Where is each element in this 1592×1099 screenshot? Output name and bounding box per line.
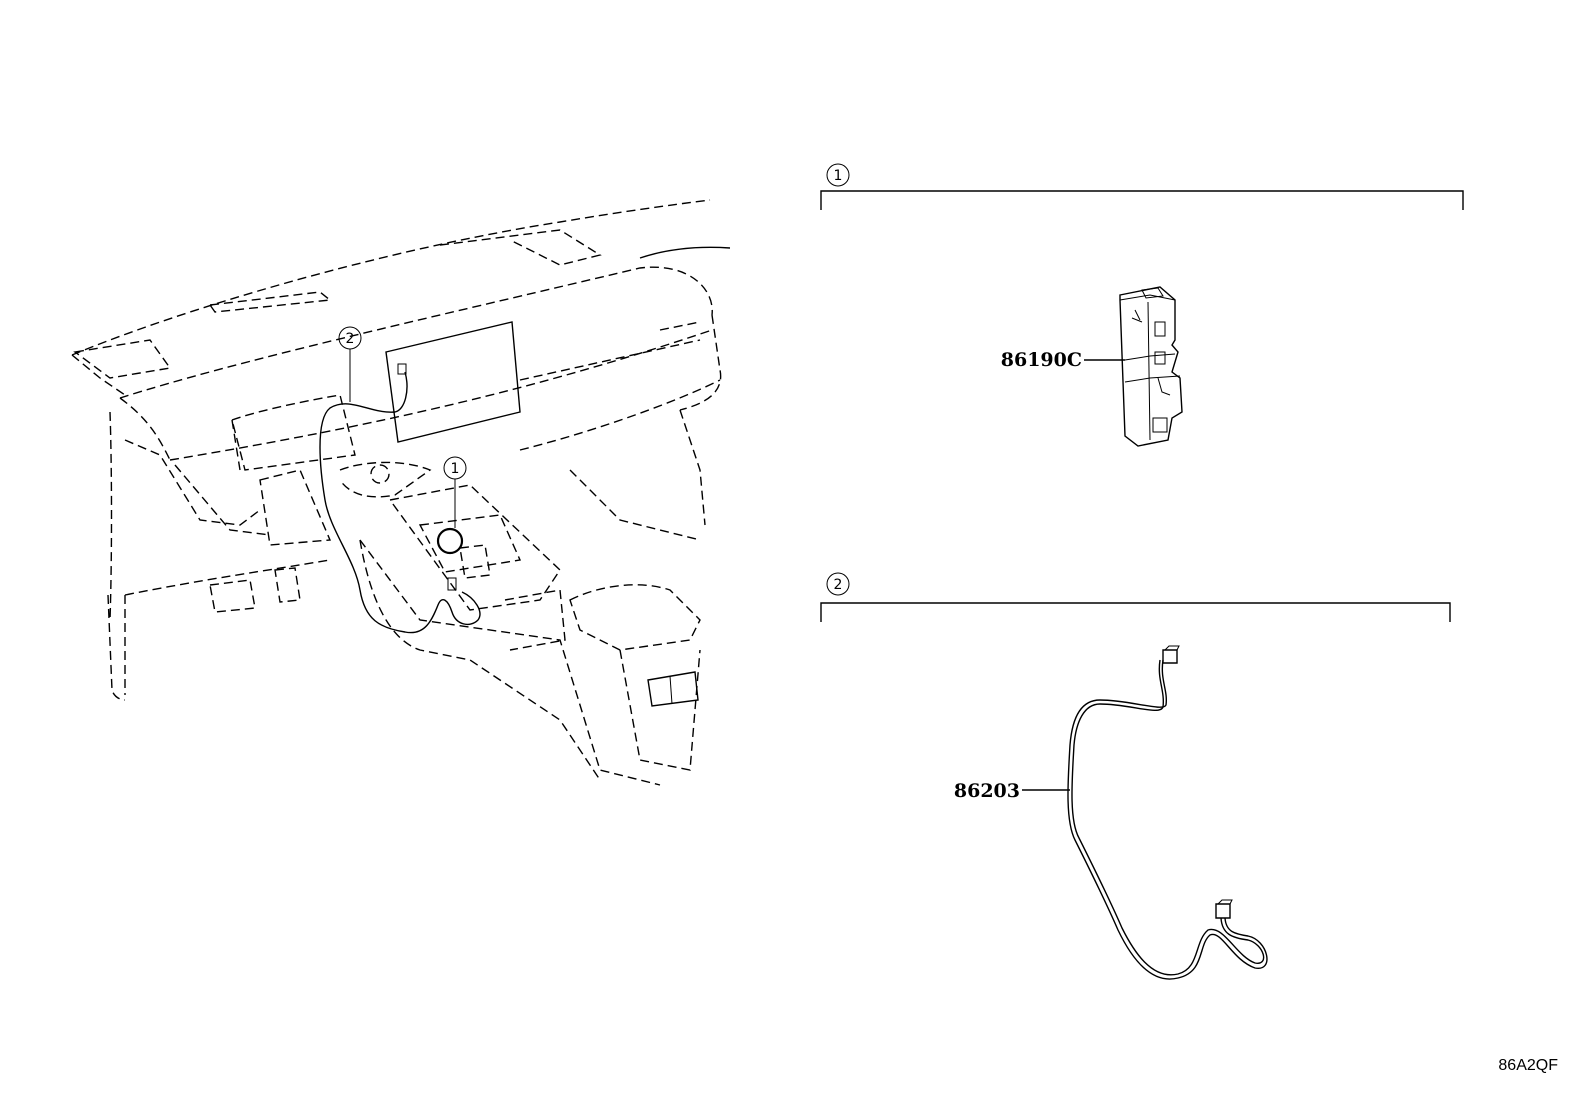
usb-module-icon [1119, 286, 1183, 447]
part-number-86203: 86203 [954, 780, 1020, 802]
callout-2: 2 [834, 577, 843, 593]
dashboard-illustration [71, 199, 731, 786]
diagram-code: 86A2QF [1498, 1057, 1558, 1074]
group-1 [820, 163, 1464, 210]
wire-harness-icon [1067, 645, 1268, 980]
group-2 [820, 572, 1451, 622]
callout-2-small: 2 [346, 331, 355, 347]
connector-icon [447, 577, 457, 591]
callout-1-small: 1 [451, 461, 460, 477]
callout-1: 1 [834, 168, 843, 184]
part-number-86190C: 86190C [1001, 349, 1082, 371]
